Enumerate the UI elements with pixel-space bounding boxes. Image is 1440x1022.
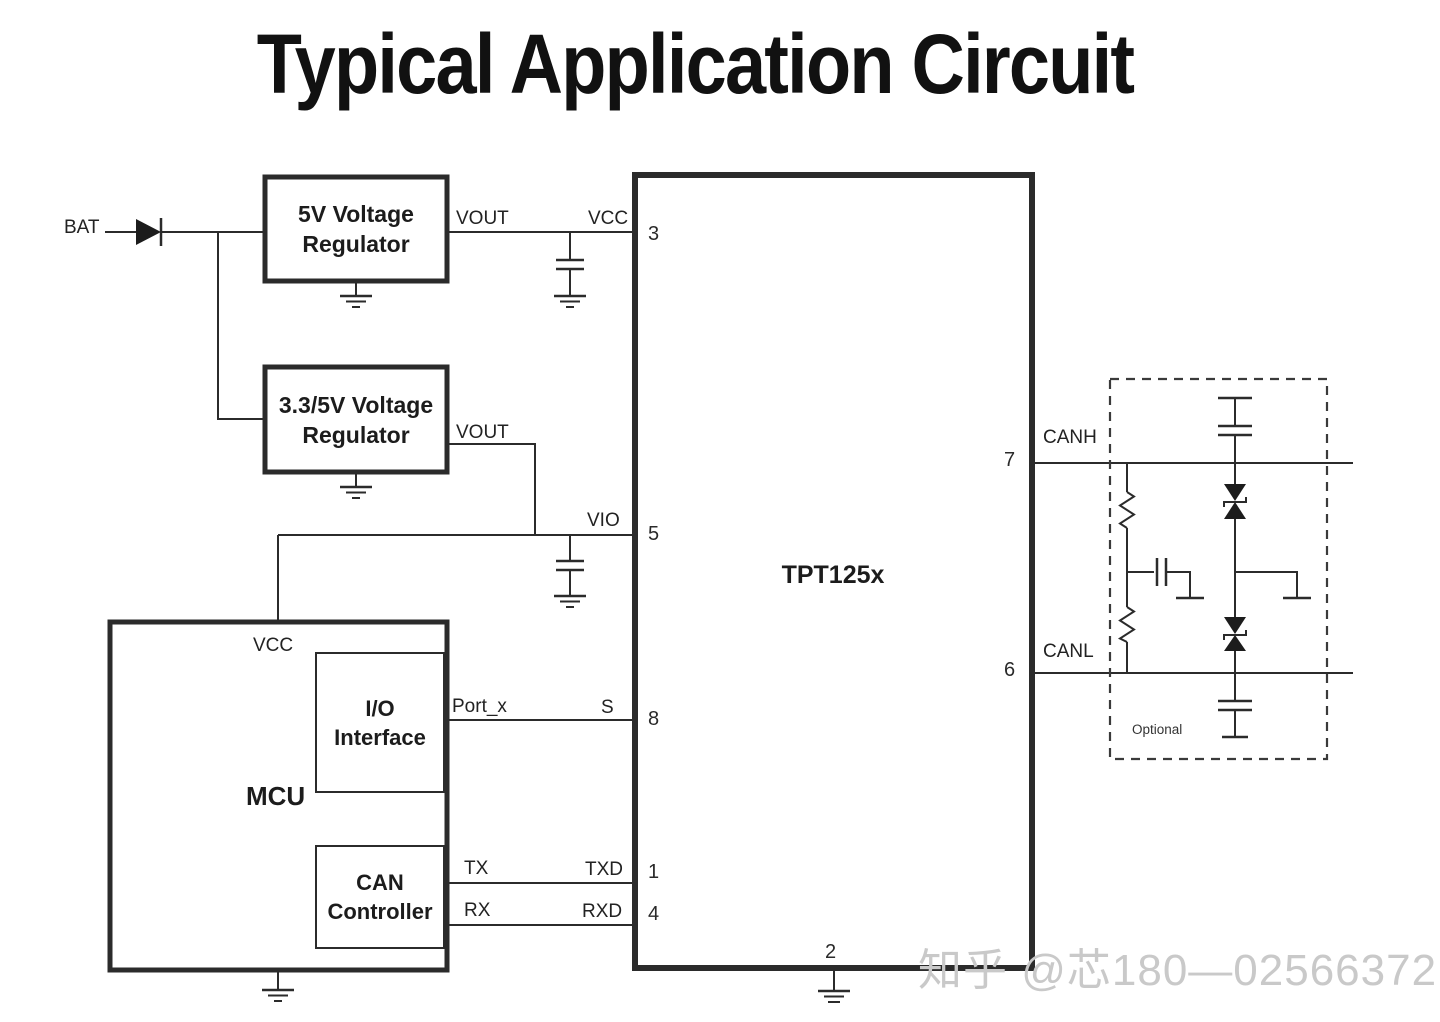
ground-icon [554,594,586,608]
net-txd: TXD [585,859,623,880]
net-port-x: Port_x [452,696,507,717]
net-vcc: VCC [588,208,629,229]
pin-4: 4 [648,903,660,925]
regulator-5v-label: 5V Voltage Regulator [270,182,442,276]
pin-1: 1 [648,861,660,883]
ground-icon [818,968,850,1003]
net-rx: RX [464,900,491,921]
pin-3: 3 [648,223,660,245]
can-controller-line2: Controller [327,899,433,924]
net-bat: BAT [64,217,100,238]
pin-8: 8 [648,708,660,730]
io-interface-line1: I/O [365,695,395,721]
wire-bat-branch [217,232,265,420]
net-vout-3v3: VOUT [456,422,509,443]
capacitor-icon [556,232,584,296]
wire-tvs-ground [1235,571,1298,597]
capacitor-icon [1218,396,1252,463]
watermark: 知乎 @芯180—02566372 [918,946,1438,995]
net-vio: VIO [587,510,620,531]
net-s: S [601,697,614,718]
page-title: Typical Application Circuit [256,17,1135,111]
io-interface-box [315,652,445,793]
net-vout-5v: VOUT [456,208,509,229]
io-interface-label: I/O Interface [318,655,442,790]
pin-6: 6 [1004,659,1016,681]
capacitor-icon [556,535,584,596]
tvs-diode-icon [1223,463,1247,572]
wire-vio [278,443,635,536]
regulator-3v3-label: 3.3/5V Voltage Regulator [270,372,442,467]
net-canh: CANH [1043,427,1097,448]
regulator-5v-line2: Regulator [302,231,410,257]
io-interface-line2: Interface [334,724,426,750]
mcu-vcc-label: VCC [253,635,294,656]
net-tx: TX [464,858,489,879]
resistor-icon [1118,463,1136,572]
optional-dashed-box [1108,377,1329,761]
mcu-label: MCU [246,781,306,811]
regulator-3v3-line1: 3.3/5V Voltage [278,391,434,418]
transceiver-label: TPT125x [781,561,885,589]
regulator-5v-line1: 5V Voltage [298,201,414,227]
regulator-3v3-line2: Regulator [302,421,410,448]
tvs-diode-icon [1223,572,1247,673]
ground-icon [262,970,294,1002]
pin-2: 2 [825,941,837,963]
can-controller-line1: CAN [356,870,404,895]
net-canl: CANL [1043,641,1094,662]
can-controller-label: CAN Controller [318,848,442,946]
resistor-icon [1117,572,1136,673]
diode-icon [105,218,265,246]
pin-7: 7 [1004,449,1016,471]
ground-icon [554,294,586,308]
ground-icon [340,472,372,499]
capacitor-icon [1218,673,1252,739]
capacitor-icon [1127,558,1191,597]
net-rxd: RXD [582,901,623,922]
ground-icon [340,281,372,308]
can-controller-box [315,845,445,949]
pin-5: 5 [648,523,660,545]
optional-label: Optional [1132,722,1183,737]
